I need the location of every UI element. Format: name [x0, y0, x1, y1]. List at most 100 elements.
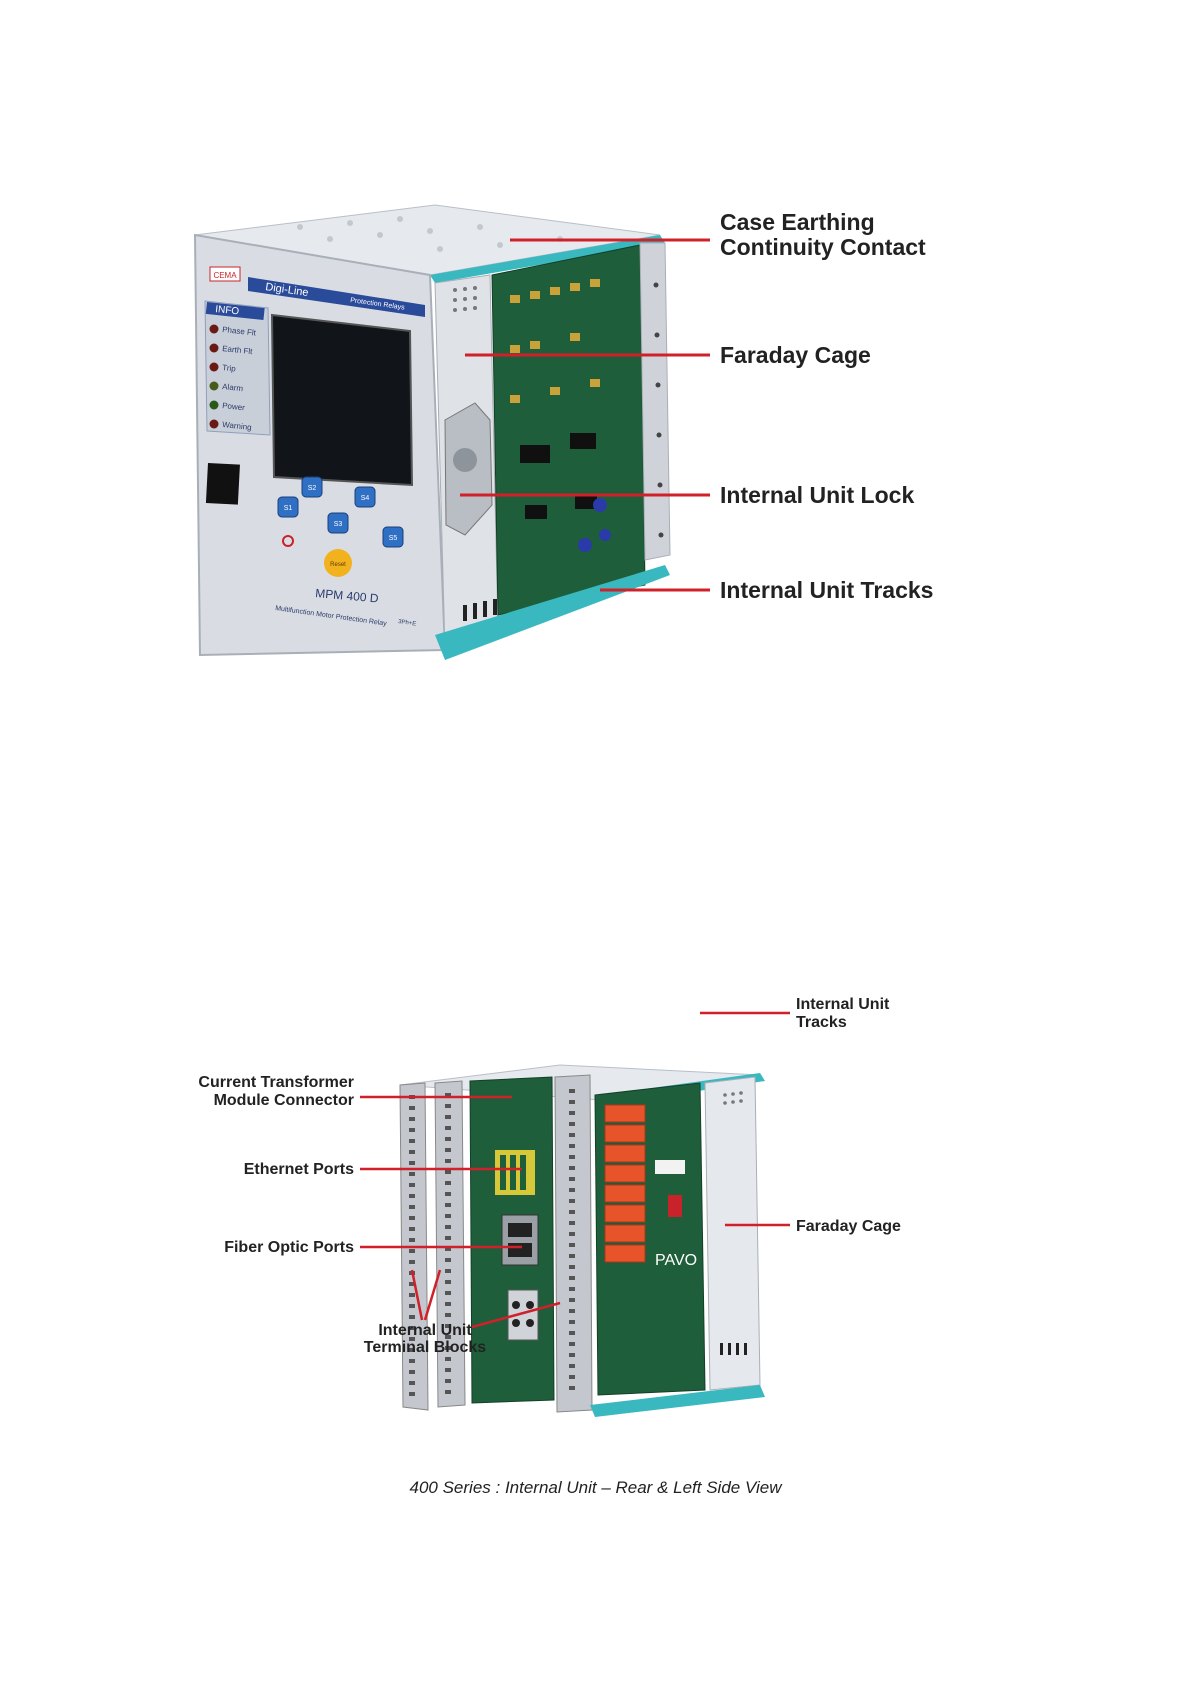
cage-vents-rear — [723, 1091, 743, 1105]
terminal-screw — [445, 1214, 451, 1218]
terminal-screw — [569, 1276, 575, 1280]
terminal-screw — [409, 1381, 415, 1385]
fiber-port-1[interactable] — [512, 1301, 520, 1309]
terminal-screw — [569, 1111, 575, 1115]
relay — [604, 1104, 646, 1123]
lock-knob-icon — [453, 448, 477, 472]
terminal-screw — [445, 1302, 451, 1306]
callout-ct-connector-line2: Module Connector — [214, 1092, 354, 1109]
terminal-screw — [445, 1137, 451, 1141]
fiber-port-2[interactable] — [526, 1301, 534, 1309]
callout-internal-unit-tracks: Internal Unit Tracks — [720, 577, 933, 603]
terminal-screw — [445, 1357, 451, 1361]
brand-text: Digi-Line — [265, 281, 310, 299]
dip-switch[interactable] — [668, 1195, 682, 1217]
model-label: MPM 400 D — [315, 586, 380, 605]
terminal-screw — [569, 1331, 575, 1335]
callout-ct-connector-line1: Current Transformer — [198, 1074, 354, 1091]
terminal-screw — [569, 1265, 575, 1269]
callout-internal-unit-lock: Internal Unit Lock — [720, 482, 914, 508]
fiber-port-4[interactable] — [526, 1319, 534, 1327]
led-indicator-icon — [209, 343, 219, 353]
terminal-screw — [409, 1216, 415, 1220]
key-s1-button[interactable] — [277, 496, 299, 518]
terminal-screw — [569, 1353, 575, 1357]
terminal-screw — [409, 1117, 415, 1121]
cage-vents — [453, 286, 477, 312]
top-vents — [297, 216, 563, 252]
fiber-port-3[interactable] — [512, 1319, 520, 1327]
terminal-screw — [409, 1392, 415, 1396]
key-s4-button[interactable] — [354, 486, 376, 508]
terminal-screw — [409, 1128, 415, 1132]
callout-faraday-cage-rear: Faraday Cage — [796, 1218, 901, 1235]
terminal-screw — [409, 1150, 415, 1154]
terminal-screw — [445, 1203, 451, 1207]
barcode-label — [655, 1160, 685, 1174]
led-label: Alarm — [222, 382, 244, 393]
ethernet-ports[interactable] — [501, 1214, 539, 1266]
terminal-screw — [409, 1106, 415, 1110]
key-s3-button[interactable] — [327, 512, 349, 534]
terminal-screw — [569, 1144, 575, 1148]
pcb-board — [491, 244, 646, 616]
relay-bank — [604, 1104, 646, 1263]
terminal-screw — [409, 1293, 415, 1297]
reset-button[interactable] — [324, 549, 352, 577]
relay — [604, 1224, 646, 1243]
terminal-screw — [409, 1194, 415, 1198]
terminal-screw — [445, 1192, 451, 1196]
terminal-screw — [569, 1243, 575, 1247]
faraday-cage-plate-rear — [704, 1076, 761, 1391]
terminal-screw — [445, 1236, 451, 1240]
ethernet-port-2[interactable] — [508, 1243, 532, 1257]
terminal-screw — [445, 1379, 451, 1383]
led-indicator-icon — [209, 400, 219, 410]
terminal-screw — [409, 1260, 415, 1264]
terminal-screw — [409, 1315, 415, 1319]
terminal-screw — [569, 1100, 575, 1104]
terminal-screw — [409, 1348, 415, 1352]
terminal-screw — [409, 1370, 415, 1374]
lcd-display — [270, 313, 414, 487]
terminal-screw — [409, 1227, 415, 1231]
rating-label: 3Ph+E — [398, 619, 417, 627]
terminal-screw — [445, 1258, 451, 1262]
figure-caption: 400 Series : Internal Unit – Rear & Left… — [409, 1478, 782, 1497]
terminal-screw — [445, 1269, 451, 1273]
info-panel — [204, 300, 271, 436]
callout-case-earthing-line1: Case Earthing — [720, 209, 875, 235]
key-s5-button[interactable] — [382, 526, 404, 548]
sub-display — [205, 462, 240, 505]
terminal-screw — [569, 1177, 575, 1181]
terminal-screw — [409, 1359, 415, 1363]
terminal-screw — [569, 1386, 575, 1390]
terminal-screw — [445, 1104, 451, 1108]
terminal-screw — [569, 1254, 575, 1258]
relay — [604, 1164, 646, 1183]
terminal-screw — [445, 1291, 451, 1295]
terminal-screw — [445, 1093, 451, 1097]
terminal-screw — [569, 1133, 575, 1137]
callout-faraday-cage: Faraday Cage — [720, 342, 871, 368]
ethernet-port-1[interactable] — [508, 1223, 532, 1237]
leader-terminal-1 — [410, 1269, 424, 1321]
terminal-screw — [569, 1342, 575, 1346]
terminal-screw — [409, 1282, 415, 1286]
terminal-screw — [409, 1172, 415, 1176]
callout-case-earthing-line2: Continuity Contact — [720, 234, 926, 260]
terminal-screw — [445, 1126, 451, 1130]
led-label: Phase Flt — [222, 325, 257, 338]
figure-front-view: CEMA Digi-Line Protection Relays INFO Ph… — [180, 204, 1010, 720]
relay — [604, 1204, 646, 1223]
terminal-screw — [569, 1166, 575, 1170]
top-rail — [430, 235, 665, 283]
pcb-components — [510, 279, 600, 403]
key-s2-button[interactable] — [301, 476, 323, 498]
terminal-screw — [569, 1155, 575, 1159]
pcb-capacitors — [578, 498, 611, 552]
terminal-screw — [569, 1298, 575, 1302]
terminal-screw — [445, 1313, 451, 1317]
